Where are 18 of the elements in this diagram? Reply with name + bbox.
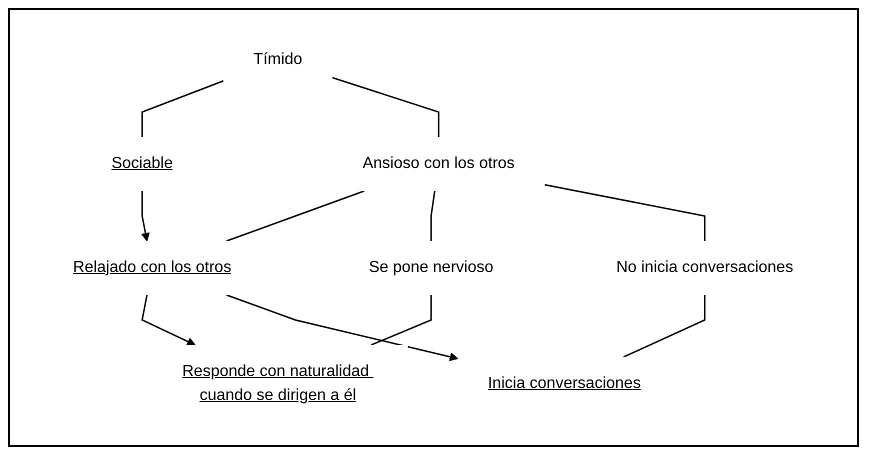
arrow <box>226 294 459 361</box>
connector <box>142 80 224 136</box>
node-text: Relajado con los otros <box>73 258 232 276</box>
node-text: Responde con naturalidad cuando se dirigen a él <box>182 362 370 404</box>
node-text: Sociable <box>112 154 174 172</box>
node-text: Tímido <box>254 50 303 68</box>
connector <box>332 76 440 136</box>
node-text: Inicia conversaciones <box>488 374 642 392</box>
arrow <box>142 294 196 346</box>
node-text: Ansioso con los otros <box>362 154 516 172</box>
connector <box>371 294 432 346</box>
connector <box>544 183 706 240</box>
connector <box>430 190 436 240</box>
node-text: Se pone nervioso <box>369 258 494 276</box>
connector <box>624 294 706 358</box>
arrow <box>142 190 150 241</box>
node-text: No inicia conversaciones <box>616 258 794 276</box>
connector <box>226 190 365 242</box>
